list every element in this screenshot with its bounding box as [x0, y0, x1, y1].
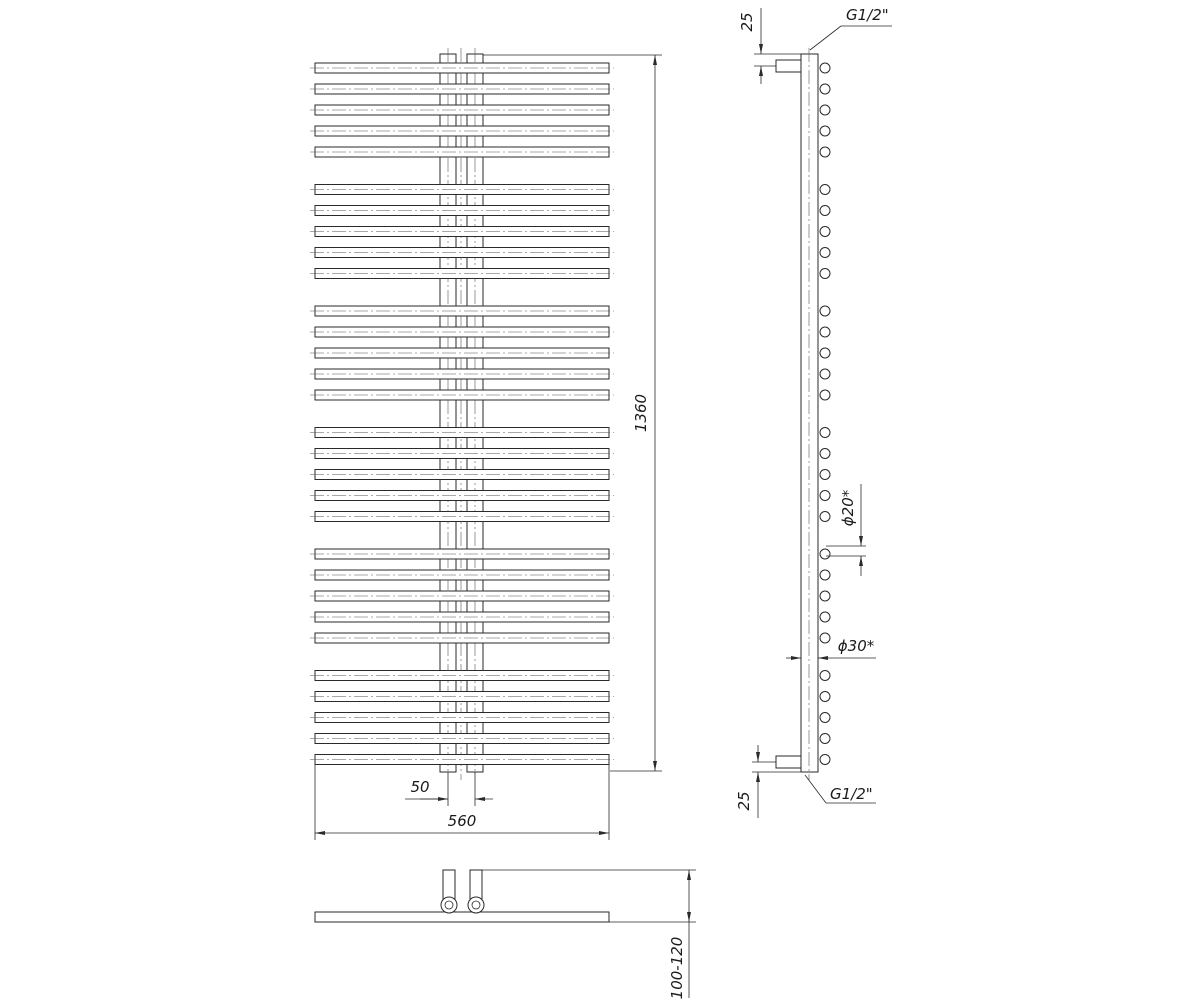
rails: [310, 62, 614, 765]
rail-end-circle: [819, 611, 831, 623]
collectors: [439, 48, 484, 800]
rail-end-circle: [819, 146, 831, 158]
top-connection: [775, 59, 802, 73]
spacing-dimension: 50: [405, 772, 493, 806]
top-view-collector-right: [467, 896, 485, 914]
rail-end-circle: [819, 326, 831, 338]
rail-end-circle: [819, 226, 831, 237]
rail-end-circle: [819, 670, 831, 681]
rail-end-circle: [819, 754, 831, 765]
rail-end-circle: [819, 569, 831, 581]
rail-end-circle: [819, 368, 831, 380]
rail-end-circle: [819, 247, 831, 258]
rail-end-circle: [819, 125, 831, 137]
rail-end-circle: [819, 347, 831, 359]
height-dimension-label: 1360: [632, 394, 650, 432]
rail-end-circle: [819, 632, 831, 644]
rail-end-circle: [819, 490, 831, 501]
rail-end-circle: [819, 469, 831, 480]
width-dimension-label: 560: [448, 812, 477, 830]
top-view-rail: [314, 911, 610, 923]
top-view: 100-120: [314, 869, 696, 1000]
spacing-dimension-label: 50: [410, 778, 429, 796]
side-rail-ends: [819, 62, 831, 765]
side-view: 25 25 G1/2" G1/2" ϕ20*: [735, 6, 892, 818]
rail-end-circle: [819, 511, 831, 522]
rail-end-circle: [819, 305, 831, 317]
collector-diameter-label: ϕ30*: [838, 637, 875, 655]
wall-distance-label: 100-120: [668, 937, 686, 1000]
rail-end-circle: [819, 733, 831, 744]
rail-end-circle: [819, 205, 831, 216]
side-collector: [800, 53, 819, 773]
front-view: 1360 50 560: [310, 48, 662, 840]
top-view-collector-left: [440, 896, 458, 914]
rail-end-circle: [819, 548, 831, 560]
width-dimension: 560: [314, 762, 610, 840]
rail-end-circle: [819, 448, 831, 459]
rail-end-circle: [819, 104, 831, 116]
rail-end-circle: [819, 184, 831, 195]
rail-end-circle: [819, 62, 831, 74]
rail-end-circle: [819, 590, 831, 602]
height-dimension: 1360: [483, 54, 662, 772]
rail-end-circle: [819, 389, 831, 401]
bottom-offset-dimension: 25: [735, 745, 801, 818]
bottom-offset-label: 25: [735, 791, 753, 810]
top-offset-dimension: 25: [738, 8, 801, 84]
collector-diameter-dimension: ϕ30*: [786, 637, 876, 660]
rail-diameter-dimension: ϕ20*: [826, 484, 866, 576]
rail-end-circle: [819, 427, 831, 438]
thread-top-label: G1/2": [846, 6, 889, 24]
top-offset-label: 25: [738, 12, 756, 31]
rail-end-circle: [819, 83, 831, 95]
rail-diameter-label: ϕ20*: [839, 489, 857, 526]
thread-top-leader: G1/2": [809, 6, 892, 51]
thread-bottom-label: G1/2": [830, 785, 873, 803]
rail-end-circle: [819, 268, 831, 279]
bottom-connection: [775, 755, 802, 769]
thread-bottom-leader: G1/2": [804, 774, 876, 804]
rail-end-circle: [819, 691, 831, 702]
rail-end-circle: [819, 712, 831, 723]
